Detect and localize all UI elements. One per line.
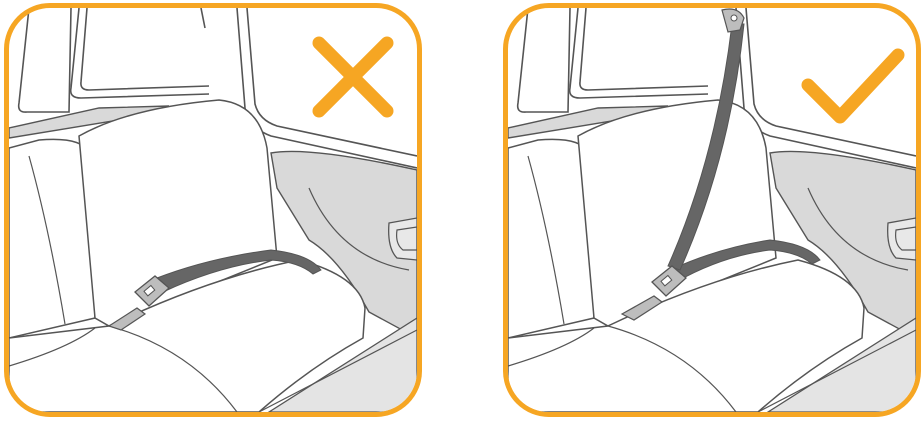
window-frame [570, 8, 708, 98]
window-frame [201, 8, 205, 28]
door-handle [389, 218, 417, 260]
door-handle [888, 218, 916, 260]
anchor-bolt [731, 15, 737, 21]
window-frame [580, 8, 708, 90]
window-frame [19, 8, 71, 112]
window-frame [71, 8, 209, 98]
window-frame [518, 8, 570, 112]
cross-icon [309, 33, 397, 121]
check-icon [798, 43, 908, 128]
window-frame [81, 8, 209, 90]
panel-correct [503, 3, 921, 417]
panel-incorrect [4, 3, 422, 417]
